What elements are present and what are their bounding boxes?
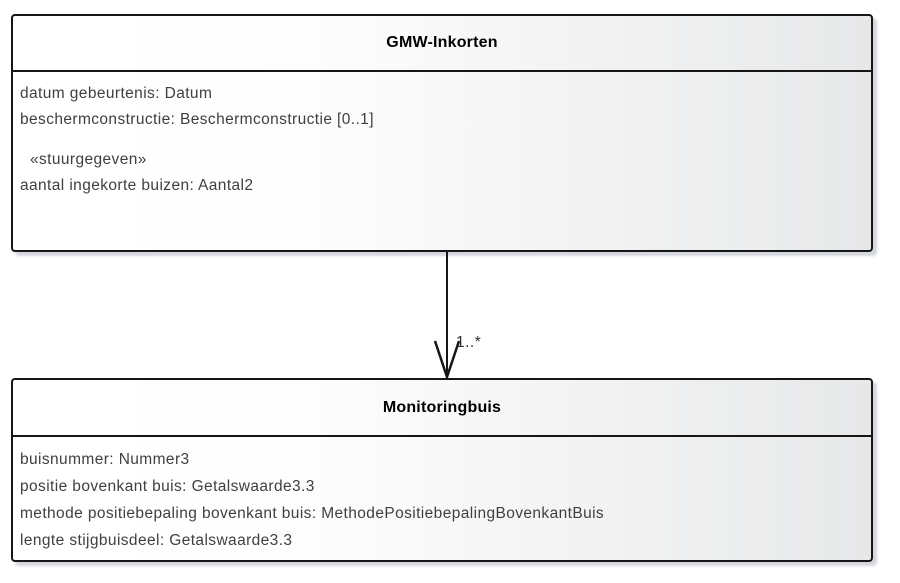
association-arrow — [433, 252, 461, 380]
class-header: Monitoringbuis — [13, 380, 871, 437]
attribute: lengte stijgbuisdeel: Getalswaarde3.3 — [20, 532, 293, 549]
attribute: methode positiebepaling bovenkant buis: … — [20, 505, 605, 522]
class-attributes-section: buisnummer: Nummer3 positie bovenkant bu… — [13, 437, 871, 554]
class-attributes-section: datum gebeurtenis: Datum beschermconstru… — [13, 72, 871, 199]
class-box-monitoringbuis: Monitoringbuis buisnummer: Nummer3 posit… — [11, 378, 873, 562]
class-title: Monitoringbuis — [382, 398, 502, 416]
class-title: GMW-Inkorten — [386, 34, 498, 51]
open-arrowhead-icon — [433, 340, 461, 380]
stereotype-label: «stuurgegeven» — [30, 151, 147, 168]
class-box-gmw-inkorten: GMW-Inkorten datum gebeurtenis: Datum be… — [11, 14, 873, 252]
attribute: positie bovenkant buis: Getalswaarde3.3 — [20, 478, 315, 495]
class-header: GMW-Inkorten — [13, 16, 871, 72]
attribute: datum gebeurtenis: Datum — [20, 85, 213, 102]
attribute: buisnummer: Nummer3 — [20, 451, 190, 468]
multiplicity-label: 1..* — [456, 334, 482, 351]
attribute: beschermconstructie: Beschermconstructie… — [20, 111, 374, 128]
attribute: aantal ingekorte buizen: Aantal2 — [20, 177, 254, 194]
